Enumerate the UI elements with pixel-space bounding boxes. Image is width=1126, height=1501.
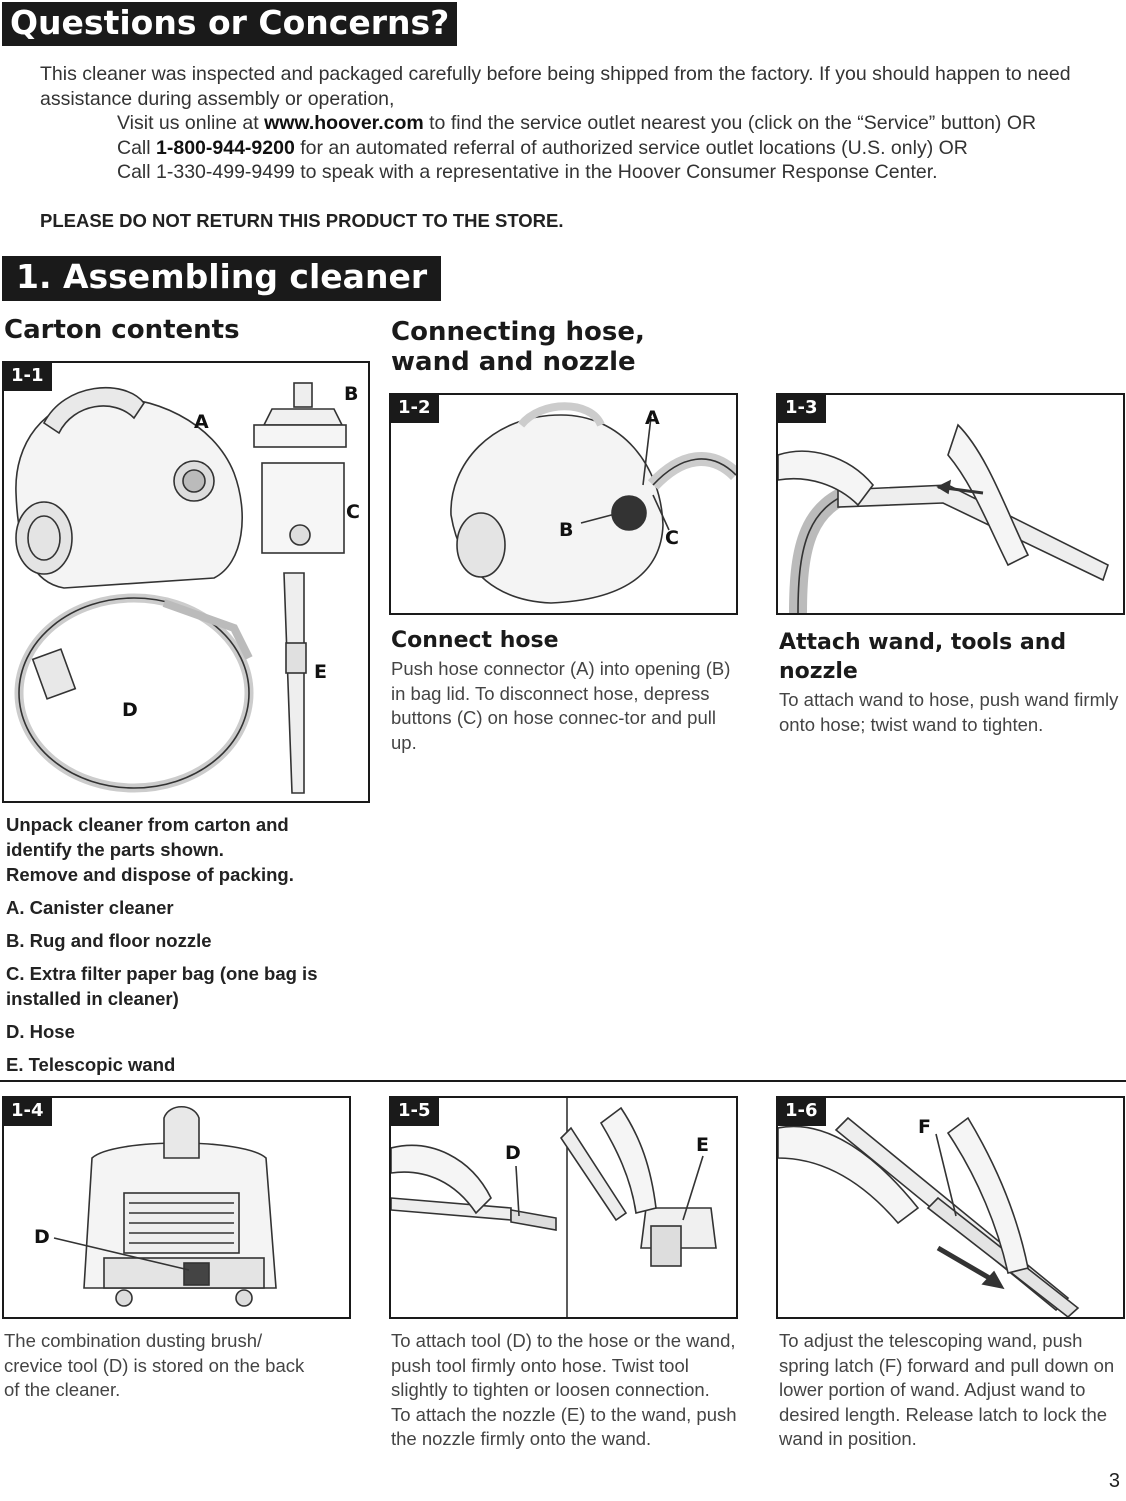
attach-wand-illustration bbox=[778, 423, 1109, 613]
callout-d: D bbox=[122, 699, 138, 721]
list-item: B. Rug and floor nozzle bbox=[6, 930, 212, 951]
phone-number: 1-800-944-9200 bbox=[156, 136, 295, 159]
callout-f: F bbox=[918, 1116, 931, 1138]
visit-line: Visit us online at www.hoover.com to fin… bbox=[117, 112, 1037, 134]
list-item: E. Telescopic wand bbox=[6, 1054, 176, 1075]
callout-e: E bbox=[314, 661, 327, 683]
caption-1-5: To attach tool (D) to the hose or the wa… bbox=[391, 1330, 737, 1449]
section-divider bbox=[0, 1080, 1126, 1082]
callout-a: A bbox=[645, 407, 660, 429]
caption-1-4: The combination dusting brush/ crevice t… bbox=[4, 1330, 305, 1400]
callout-d: D bbox=[505, 1142, 521, 1164]
carton-contents-illustration bbox=[14, 382, 347, 794]
list-item: A. Canister cleaner bbox=[6, 897, 174, 918]
callout-b: B bbox=[344, 383, 359, 405]
callout-e: E bbox=[696, 1134, 709, 1156]
intro-paragraph: This cleaner was inspected and packaged … bbox=[40, 63, 1071, 110]
figure-1-2: 1-2 A B C bbox=[389, 393, 738, 615]
connecting-heading: Connecting hose, wand and nozzle bbox=[391, 317, 645, 377]
figure-tag: 1-1 bbox=[4, 363, 52, 391]
figure-tag: 1-4 bbox=[4, 1098, 52, 1126]
figure-1-1: 1-1 A B C D E bbox=[2, 361, 370, 803]
page-number: 3 bbox=[1108, 1470, 1120, 1492]
questions-intro: This cleaner was inspected and packaged … bbox=[40, 62, 1110, 185]
callout-c: C bbox=[346, 501, 360, 523]
parts-list: Unpack cleaner from carton and identify … bbox=[6, 812, 356, 1085]
figure-tag: 1-2 bbox=[391, 395, 439, 423]
attach-wand-heading: Attach wand, tools and nozzle bbox=[779, 630, 1067, 684]
list-item: D. Hose bbox=[6, 1021, 75, 1042]
list-item: C. Extra filter paper bag (one bag is in… bbox=[6, 963, 318, 1009]
figure-tag: 1-6 bbox=[778, 1098, 826, 1126]
figure-1-4: 1-4 D bbox=[2, 1096, 351, 1319]
telescope-wand-illustration bbox=[778, 1116, 1080, 1317]
assembling-banner: 1. Assembling cleaner bbox=[2, 256, 442, 301]
caption-1-6: To adjust the telescoping wand, push spr… bbox=[779, 1330, 1115, 1449]
connect-hose-illustration bbox=[450, 402, 736, 604]
figure-tag: 1-3 bbox=[778, 395, 826, 423]
carton-contents-heading: Carton contents bbox=[4, 315, 240, 345]
attach-tool-illustration bbox=[391, 1098, 717, 1317]
callout-b: B bbox=[559, 519, 574, 541]
figure-tag: 1-5 bbox=[391, 1098, 439, 1126]
call2-line: Call 1-330-499-9499 to speak with a repr… bbox=[117, 161, 938, 183]
questions-banner: Questions or Concerns? bbox=[2, 2, 458, 46]
figure-1-3: 1-3 bbox=[776, 393, 1125, 615]
figure-1-5: 1-5 D E bbox=[389, 1096, 738, 1319]
callout-d: D bbox=[34, 1226, 50, 1248]
connect-hose-heading: Connect hose bbox=[391, 628, 559, 653]
callout-a: A bbox=[194, 411, 209, 433]
callout-c: C bbox=[665, 527, 679, 549]
call-line: Call 1-800-944-9200 for an automated ref… bbox=[117, 136, 968, 159]
unpack-instructions: Unpack cleaner from carton and identify … bbox=[6, 814, 294, 885]
figure-1-6: 1-6 F bbox=[776, 1096, 1125, 1319]
hoover-url-link[interactable]: www.hoover.com bbox=[264, 112, 424, 134]
connect-hose-text: Push hose connector (A) into opening (B)… bbox=[391, 658, 731, 753]
return-warning: PLEASE DO NOT RETURN THIS PRODUCT TO THE… bbox=[40, 210, 564, 231]
tool-storage-illustration bbox=[53, 1105, 277, 1307]
attach-wand-text: To attach wand to hose, push wand firmly… bbox=[779, 689, 1119, 735]
